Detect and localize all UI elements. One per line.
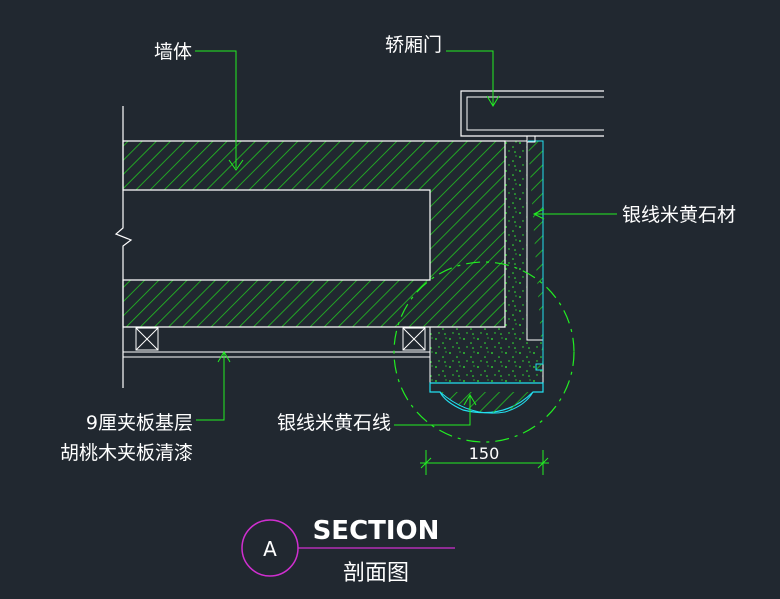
- section-subtitle: 剖面图: [343, 561, 409, 586]
- plywood-base: [123, 326, 430, 358]
- section-letter: A: [263, 537, 277, 561]
- break-line: [114, 106, 133, 388]
- section-tag: A SECTION 剖面图: [241, 516, 455, 586]
- leader-lines: [195, 50, 617, 426]
- detail-circle: [393, 261, 575, 443]
- stone-line-label: 银线米黄石线: [277, 412, 391, 434]
- dimension-150: [420, 450, 549, 475]
- plywood-label-line1: 9厘夹板基层: [86, 412, 193, 434]
- stone-line-profile: [429, 382, 544, 414]
- wall-label: 墙体: [154, 41, 192, 63]
- stone-cladding-label: 银线米黄石材: [622, 204, 736, 226]
- car-door: [460, 90, 604, 143]
- dimension-label: 150: [469, 444, 500, 463]
- car-door-label: 轿厢门: [385, 34, 442, 56]
- wall-section: [122, 140, 506, 328]
- section-title: SECTION: [313, 516, 440, 546]
- plywood-label-line2: 胡桃木夹板清漆: [60, 442, 193, 464]
